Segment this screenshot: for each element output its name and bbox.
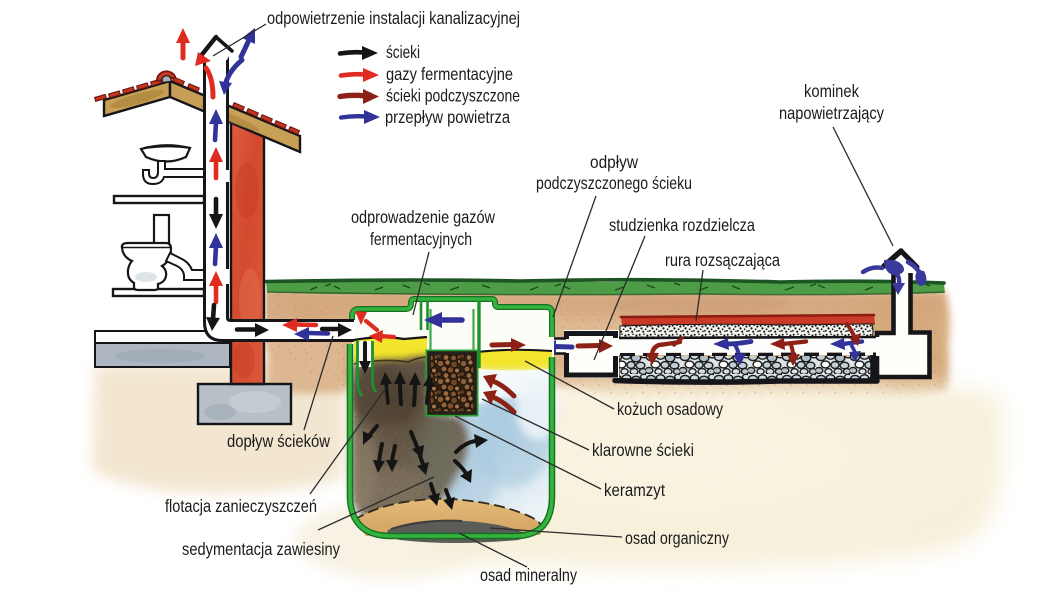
- svg-text:klarowne ścieki: klarowne ścieki: [592, 440, 694, 460]
- svg-text:kożuch osadowy: kożuch osadowy: [617, 399, 723, 419]
- svg-text:odprowadzenie gazów: odprowadzenie gazów: [351, 207, 495, 227]
- svg-text:ścieki podczyszczone: ścieki podczyszczone: [386, 86, 520, 106]
- svg-text:odpowietrzenie instalacji kana: odpowietrzenie instalacji kanalizacyjnej: [267, 8, 520, 28]
- svg-text:fermentacyjnych: fermentacyjnych: [370, 229, 472, 249]
- svg-text:sedymentacja zawiesiny: sedymentacja zawiesiny: [182, 539, 340, 559]
- svg-text:odpływ: odpływ: [590, 152, 638, 172]
- svg-text:osad organiczny: osad organiczny: [625, 528, 729, 548]
- svg-text:gazy fermentacyjne: gazy fermentacyjne: [386, 64, 513, 84]
- svg-text:przepływ powietrza: przepływ powietrza: [385, 107, 510, 127]
- svg-text:napowietrzający: napowietrzający: [779, 103, 884, 123]
- svg-text:flotacja zanieczyszczeń: flotacja zanieczyszczeń: [165, 496, 317, 516]
- svg-text:podczyszczonego ścieku: podczyszczonego ścieku: [536, 173, 692, 193]
- svg-text:osad mineralny: osad mineralny: [480, 565, 577, 585]
- svg-text:ścieki: ścieki: [386, 42, 420, 62]
- svg-text:kominek: kominek: [804, 81, 859, 101]
- svg-text:dopływ ścieków: dopływ ścieków: [227, 431, 330, 451]
- svg-text:rura rozsączająca: rura rozsączająca: [665, 250, 780, 270]
- svg-text:keramzyt: keramzyt: [604, 480, 665, 500]
- svg-text:studzienka rozdzielcza: studzienka rozdzielcza: [609, 215, 755, 235]
